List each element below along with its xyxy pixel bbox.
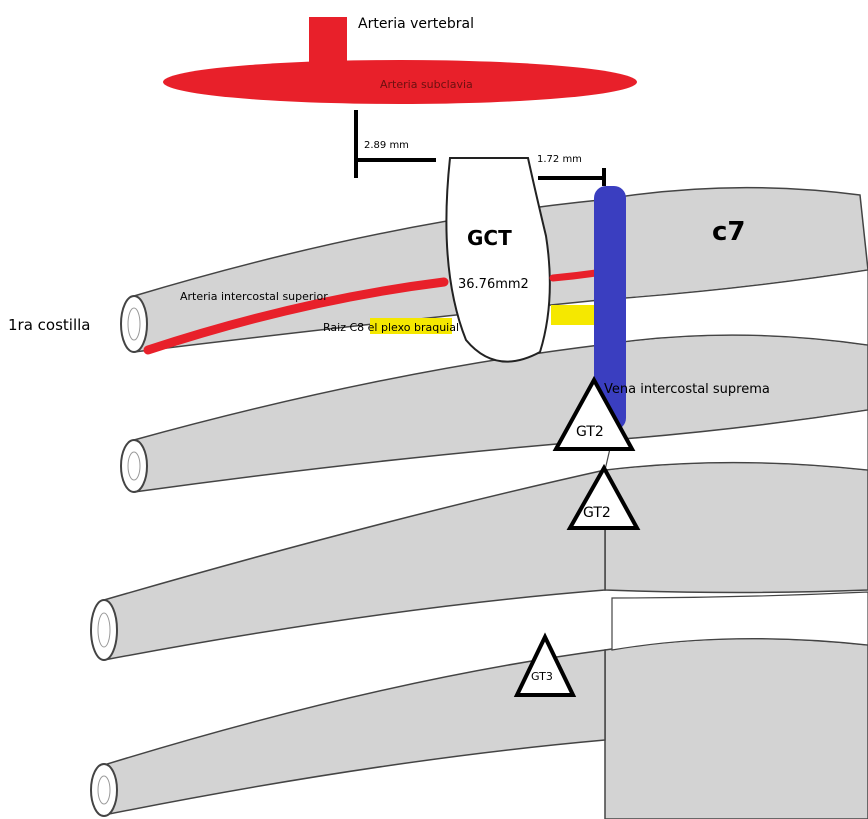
gt2-lower-label: GT2 [583, 505, 611, 521]
nerve-c8-right [551, 305, 597, 325]
vertebra-t3 [605, 639, 868, 819]
rib-3 [104, 470, 605, 660]
arteria-intercostal-superior-label: Arteria intercostal superior [180, 290, 328, 303]
rib-2 [134, 345, 605, 492]
primera-costilla-label: 1ra costilla [8, 316, 91, 334]
rib-ends [91, 296, 147, 816]
measurement-right [538, 168, 604, 186]
rib-3-end [91, 600, 117, 660]
arteria-vertebral-label: Arteria vertebral [358, 16, 474, 32]
raiz-c8-label: Raiz C8 el plexo braquial [323, 321, 459, 334]
vena-intercostal-suprema-label: Vena intercostal suprema [604, 382, 770, 397]
gct-ganglion [446, 158, 549, 362]
vertebra-t2 [605, 463, 868, 593]
arteria-subclavia-label: Arteria subclavia [380, 78, 473, 91]
c7-label: c7 [712, 217, 746, 247]
gct-label: GCT [467, 226, 512, 250]
rib-2-end [121, 440, 147, 492]
rib-1-end [121, 296, 147, 352]
distance-right-label: 1.72 mm [537, 154, 582, 165]
rib-end-cores [98, 308, 140, 804]
gt2-upper-label: GT2 [576, 424, 604, 440]
gt3-label: GT3 [531, 670, 553, 683]
gct-area-label: 36.76mm2 [458, 277, 529, 292]
distance-left-label: 2.89 mm [364, 140, 409, 151]
rib-4-end [91, 764, 117, 816]
